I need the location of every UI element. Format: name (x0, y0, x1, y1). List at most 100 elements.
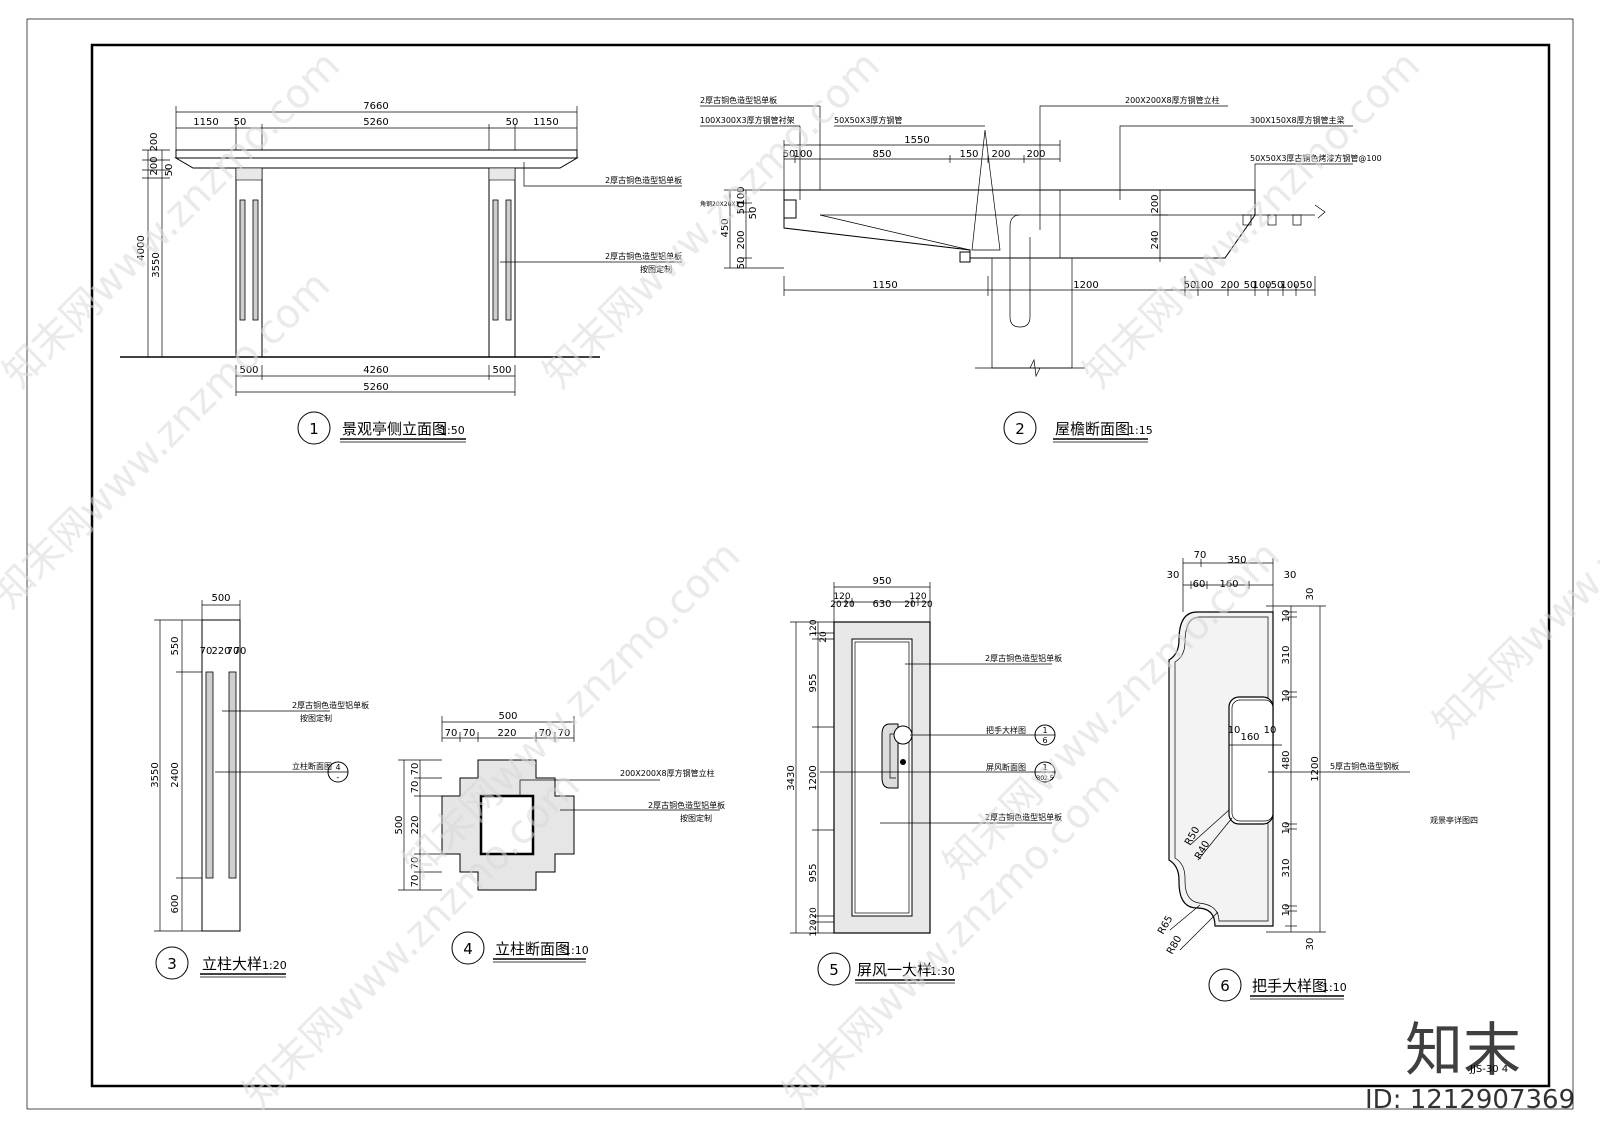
d3-dim-left-3: 3550 (150, 762, 161, 787)
d3-callout-top: 4 (335, 763, 340, 772)
d6-title: 把手大样图 (1252, 977, 1327, 995)
d3-number: 3 (167, 955, 177, 973)
d2-dim-bottom-1: 1200 (1073, 280, 1098, 291)
d4-title: 立柱断面图 (495, 940, 570, 958)
d6-title-circle (1208, 968, 1242, 1002)
d6-dim-right-6: 10 (1281, 822, 1292, 835)
d2-scale: 1:15 (1128, 424, 1153, 437)
d4-scale: 1:10 (564, 944, 589, 957)
d5-note-2: 屏风断面图 (986, 762, 1026, 772)
d1-number: 1 (309, 420, 319, 438)
watermark-text-8: 知末网www.znzmo.com (775, 763, 1130, 1118)
d6-dim-top-2: 30 (1167, 570, 1180, 581)
d4-dim-top-5: 70 (558, 728, 571, 739)
d5-title-circle (817, 952, 851, 986)
d6-dim-inner-1: 160 (1240, 732, 1259, 743)
d5-title: 屏风一大样 (857, 961, 932, 979)
d5-dim-top-4: 630 (872, 599, 891, 610)
d4-note-1: 2厚古铜色造型铝单板 (648, 800, 725, 810)
d5-dim-top-0: 950 (872, 576, 891, 587)
d6-dim-top-0: 70 (1194, 550, 1207, 561)
d5-callout-b-top: 1 (1042, 763, 1047, 772)
d3-note-2: 立柱断面图 (292, 761, 332, 771)
d2-dim-left-5: 50 (736, 257, 747, 270)
d2-dim-top-0: 1550 (904, 135, 929, 146)
d2-section-outline (783, 189, 1256, 259)
sheet-code: JJS-30 4 (1469, 1064, 1508, 1075)
d2-title: 屋檐断面图 (1055, 420, 1130, 438)
watermark-logo: 知末 (1405, 1016, 1521, 1084)
d2-dim-right-0: 200 (1150, 194, 1161, 213)
d1-dim-left-2: 50 (164, 164, 175, 177)
watermark-text-1: 知末网www.znzmo.com (0, 43, 349, 398)
d5-dim-left-3: 1200 (808, 765, 819, 790)
d5-dim-top-7: 20 (921, 600, 933, 610)
d6-dim-right-1: 10 (1281, 610, 1292, 623)
drawing-4-column-section: 500 70 70 220 70 70 70 70 220 70 70 500 … (394, 711, 725, 965)
d2-dim-top-6: 200 (1026, 149, 1045, 160)
d1-note-1: 2厚古铜色造型铝单板 (605, 251, 682, 261)
d6-dim-right-9: 30 (1305, 938, 1316, 951)
drawing-2-eave-section: 2厚古铜色造型铝单板 100X300X3厚方钢管衬架 50X50X3厚方钢管 2… (700, 95, 1382, 445)
d2-dim-left-2: 50 (748, 207, 759, 220)
d5-note-1: 把手大样图 (986, 725, 1026, 735)
d3-dim-top-1: 70 (200, 646, 213, 657)
d2-dim-bottom-7: 50 (1271, 280, 1284, 291)
d2-dim-left-1: 50 (736, 202, 747, 215)
d6-radius-2: R65 (1156, 914, 1175, 937)
d5-dim-top-3: 20 (843, 600, 855, 610)
d6-dim-top-4: 160 (1219, 579, 1238, 590)
d5-callout-a-top: 1 (1042, 726, 1047, 735)
d5-callout-a-bottom: 6 (1042, 736, 1047, 745)
d3-dim-left-1: 2400 (170, 762, 181, 787)
d6-dim-top-5: 30 (1284, 570, 1297, 581)
d2-dim-left-3: 450 (720, 218, 731, 237)
d3-dim-top-3: 70 (227, 646, 240, 657)
d6-dim-right-3: 10 (1281, 690, 1292, 703)
d2-dim-bottom-5: 50 (1244, 280, 1257, 291)
d5-note-0: 2厚古铜色造型铝单板 (985, 653, 1062, 663)
drawing-5-screen-detail: 950 20 120 20 630 20 120 20 120 20 955 1… (786, 576, 1062, 986)
d3-dim-left-0: 550 (170, 636, 181, 655)
watermark-id: ID: 1212907369 (1365, 1085, 1575, 1115)
d2-dim-top-3: 850 (872, 149, 891, 160)
d3-scale: 1:20 (262, 959, 287, 972)
d4-dim-left-4: 70 (410, 875, 421, 888)
d1-title: 景观亭侧立面图 (342, 420, 447, 438)
d1-dim-left-1: 200 (149, 156, 160, 175)
d6-dim-right-7: 310 (1281, 858, 1292, 877)
d2-note-5: 50X50X3厚古铜色烤漆方钢管@100 (1250, 153, 1382, 163)
d3-title: 立柱大样 (202, 955, 262, 973)
d3-title-circle (155, 946, 189, 980)
d2-dim-top-1: 50 (783, 149, 796, 160)
d1-dim-bottom-0: 500 (239, 365, 258, 376)
d6-dim-right-4: 480 (1281, 750, 1292, 769)
d4-dim-left-5: 500 (394, 815, 405, 834)
d1-scale: 1:50 (440, 424, 465, 437)
d1-dim-top-0: 7660 (363, 101, 388, 112)
d4-dim-top-1: 70 (445, 728, 458, 739)
d2-side-note: 角钢20X20X3 (700, 200, 739, 208)
d3-dim-top-2: 220 (211, 646, 230, 657)
d2-dim-bottom-8: 100 (1280, 280, 1299, 291)
d2-dim-bottom-0: 1150 (872, 280, 897, 291)
d6-grip (1228, 696, 1274, 825)
d4-dim-left-1: 70 (410, 781, 421, 794)
d5-dim-left-1: 20 (819, 631, 829, 643)
d5-dim-top-2: 120 (833, 592, 850, 602)
d2-dim-top-4: 150 (959, 149, 978, 160)
d2-note-1: 100X300X3厚方钢管衬架 (700, 115, 795, 125)
d4-title-circle (451, 931, 485, 965)
d6-dim-top-1: 350 (1227, 555, 1246, 566)
d5-number: 5 (829, 961, 839, 979)
d6-note-0: 5厚古铜色造型钢板 (1330, 761, 1399, 771)
d2-dim-bottom-9: 50 (1300, 280, 1313, 291)
d2-note-4: 300X150X8厚方钢管主梁 (1250, 115, 1345, 125)
outer-border (26, 18, 1574, 1110)
d3-dim-left-2: 600 (170, 894, 181, 913)
d1-roof-slab (174, 157, 579, 169)
d1-dim-top-3: 5260 (363, 117, 388, 128)
d2-dim-left-0: 100 (736, 186, 747, 205)
d3-dim-top-0: 500 (211, 593, 230, 604)
d2-dim-bottom-2: 50 (1184, 280, 1197, 291)
